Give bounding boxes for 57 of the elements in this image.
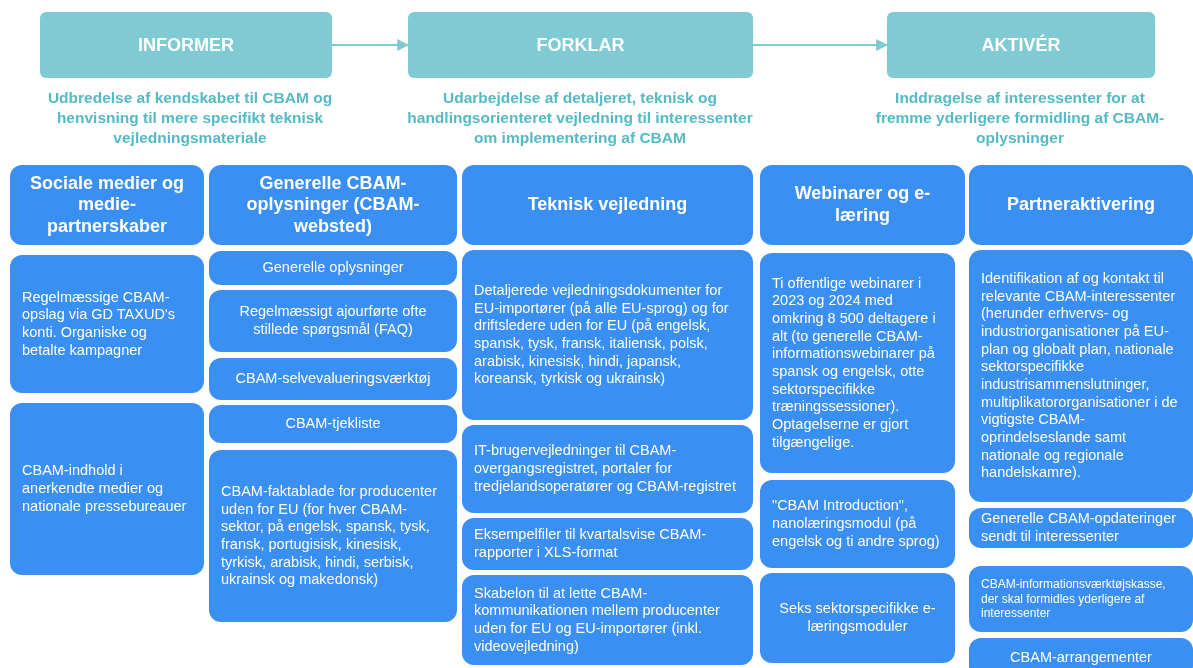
description-text: Udbredelse af kendskabet til CBAM og henvisning til mere specifikt teknisk vejledningsmateriale <box>46 88 334 149</box>
content-box <box>969 508 1193 548</box>
content-box <box>209 251 457 285</box>
box-text: "CBAM Introduction", nanolæringsmodul (på engelsk og ti andre sprog) <box>772 497 941 551</box>
stage-box <box>887 12 1155 78</box>
box-text: Identifikation af og kontakt til relevante CBAM-interessenter (herunder erhvervs- og industriorganisationer på EU-plan og globalt plan, nationale sektorspecifikke industrisammenslutninger, multiplikatororganisationer i de vigtigste CBAM-oprindelseslande samt nationale og regionale handelskamre). <box>981 269 1179 483</box>
content-box <box>969 566 1193 632</box>
box-text: Webinarer og e-læring <box>793 183 932 227</box>
content-box <box>209 405 457 443</box>
content-box <box>462 250 753 420</box>
box-text: Seks sektorspecifikke e-læringsmoduler <box>778 600 937 636</box>
box-text: CBAM-tjekliste <box>285 415 381 433</box>
arrow <box>331 39 410 51</box>
column-header-box <box>760 165 965 245</box>
description-text: Inddragelse af interessenter for at fremme yderligere formidling af CBAM-oplysninger <box>874 88 1166 149</box>
box-text: CBAM-indhold i anerkendte medier og nationale pressebureauer <box>22 462 188 516</box>
box-text: Generelle CBAM-oplysninger (CBAM-websted) <box>245 172 421 238</box>
content-box <box>209 290 457 352</box>
content-box <box>10 255 204 393</box>
box-text: CBAM-informationsværktøjskasse, der skal formidles yderligere af interessenter <box>981 577 1167 621</box>
column-header-box <box>209 165 457 245</box>
box-text: AKTIVÉR <box>981 34 1061 56</box>
box-text: Partneraktivering <box>1006 194 1156 216</box>
stage-box <box>408 12 753 78</box>
box-text: Eksempelfiler til kvartalsvise CBAM-rapporter i XLS-format <box>474 526 708 562</box>
box-text: IT-brugervejledninger til CBAM-overgangsregistret, portaler for tredjelandsoperatører og CBAM-registret <box>474 442 737 496</box>
content-box <box>209 358 457 400</box>
content-box <box>760 573 955 663</box>
box-text: Generelle CBAM-opdateringer sendt til interessenter <box>981 510 1178 546</box>
content-box <box>760 253 955 473</box>
description-text: Udarbejdelse af detaljeret, teknisk og handlingsorienteret vejledning til interessenter om implementering af CBAM <box>406 88 754 149</box>
content-box <box>462 575 753 665</box>
content-box <box>462 425 753 513</box>
box-text: Ti offentlige webinarer i 2023 og 2024 med omkring 8 500 deltagere i alt (to generelle CBAM-informationswebinarer på spansk og engelsk, otte sektorspecifikke træningssessioner). Optagelserne er gjort tilgængelige. <box>772 274 937 452</box>
box-text: Teknisk vejledning <box>527 194 688 216</box>
box-text: FORKLAR <box>536 34 625 56</box>
box-text: Skabelon til at lette CBAM-kommunikationen mellem producenter uden for EU og EU-importører (inkl. videovejledning) <box>474 584 721 656</box>
box-text: Detaljerede vejledningsdokumenter for EU-importører (på alle EU-sprog) og for driftsledere uden for EU (på engelsk, spansk, tysk, fransk, italiensk, polsk, arabisk, kinesisk, hindi, japansk, koreansk, tyrkisk og ukrainsk) <box>474 281 730 389</box>
arrow <box>752 39 889 51</box>
column-header-box <box>10 165 204 245</box>
box-text: CBAM-arrangementer <box>1010 649 1152 667</box>
content-box <box>760 480 955 568</box>
box-text: Regelmæssige CBAM-opslag via GD TAXUD's konti. Organiske og betalte kampagner <box>22 288 176 360</box>
stage-box <box>40 12 332 78</box>
content-box <box>969 250 1193 502</box>
column-header-box <box>969 165 1193 245</box>
box-text: CBAM-faktablade for producenter uden for EU (for hver CBAM-sektor, på engelsk, spansk, tysk, fransk, portugisisk, kinesisk, tyrkisk, arabisk, hindi, serbisk, ukrainsk og makedonsk) <box>221 482 438 590</box>
content-box <box>209 450 457 622</box>
content-box <box>969 638 1193 668</box>
content-box <box>10 403 204 575</box>
content-box <box>462 518 753 570</box>
column-header-box <box>462 165 753 245</box>
box-text: CBAM-selvevalueringsværktøj <box>235 370 431 388</box>
box-text: Generelle oplysninger <box>262 259 404 277</box>
box-text: INFORMER <box>138 34 234 56</box>
box-text: Regelmæssigt ajourførte ofte stillede spørgsmål (FAQ) <box>238 303 428 339</box>
box-text: Sociale medier og medie-partnerskaber <box>28 172 186 238</box>
